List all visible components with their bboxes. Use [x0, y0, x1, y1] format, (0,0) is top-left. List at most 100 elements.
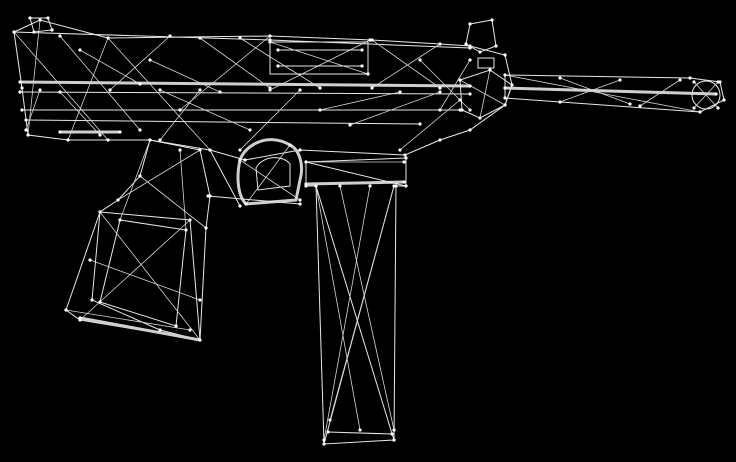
vertex-dot [148, 58, 152, 62]
vertex-dot [404, 184, 408, 188]
vertex-dot [403, 153, 407, 157]
vertex-dot [418, 58, 422, 62]
vertex-dot [26, 133, 30, 137]
vertex-dot [468, 44, 472, 48]
vertex-dot [678, 78, 682, 82]
vertex-dot [638, 104, 642, 108]
vertex-dot [698, 110, 702, 114]
vertex-dot [503, 86, 507, 90]
vertex-dot [298, 148, 302, 152]
vertex-dot [268, 34, 272, 38]
vertex-dot [478, 116, 482, 120]
vertex-dot [184, 228, 188, 232]
vertex-dot [24, 128, 28, 132]
vertex-dot [78, 48, 82, 52]
vertex-dot [58, 90, 62, 94]
vertex-dot [66, 138, 70, 142]
magazine-mesh [304, 157, 407, 445]
vertex-dot [392, 428, 396, 432]
vertex-dot [558, 100, 562, 104]
vertex-dot [468, 58, 472, 62]
vertex-dot [368, 184, 372, 188]
vertex-dot [248, 128, 252, 132]
vertex-dot [714, 92, 718, 96]
vertex-dot [158, 88, 162, 92]
vertex-dot [392, 438, 396, 442]
vertex-dot [304, 160, 308, 164]
vertex-dot [20, 108, 24, 112]
vertex-dot [468, 108, 472, 112]
vertex-dot [298, 198, 302, 202]
vertex-dot [32, 30, 36, 34]
trigger-guard-mesh [207, 138, 304, 207]
vertex-dot [488, 68, 492, 72]
vertex-dot [243, 158, 247, 162]
vertex-dot [558, 76, 562, 80]
vertex-dot [468, 128, 472, 132]
vertex-dot [198, 88, 202, 92]
vertex-dot [188, 218, 192, 222]
vertex-dot [38, 18, 42, 22]
vertex-dot [168, 34, 172, 38]
vertex-dot [118, 218, 122, 222]
vertex-dot [503, 103, 507, 107]
vertex-dot [718, 80, 722, 84]
vertex-dot [138, 174, 142, 178]
vertex-dot [328, 418, 332, 422]
vertex-dot [688, 76, 692, 80]
vertex-dot [106, 36, 110, 40]
vertex-dot [198, 338, 202, 342]
vertex-dot [722, 98, 726, 102]
vertex-dot [298, 202, 302, 206]
vertex-dot [418, 122, 422, 126]
vertex-dot [370, 38, 374, 42]
vertex-dot [98, 133, 102, 137]
vertex-dot [490, 18, 494, 22]
vertex-dot [358, 428, 362, 432]
vertex-dot [618, 78, 622, 82]
vertex-dot [138, 82, 142, 86]
vertex-dot [98, 210, 102, 214]
vertex-dot [118, 130, 122, 134]
vertex-dot [503, 96, 507, 100]
vertex-dot [510, 83, 514, 87]
vertex-dot [208, 148, 212, 152]
vertex-dot [458, 78, 462, 82]
vertex-dot [178, 148, 182, 152]
vertex-dot [276, 64, 280, 68]
vertex-dot [458, 98, 462, 102]
vertex-dot [106, 138, 110, 142]
vertex-dot [218, 90, 222, 94]
vertex-dot [348, 123, 352, 127]
vertex-dot [88, 258, 92, 262]
vertex-dot [692, 106, 696, 110]
vertex-dot [478, 50, 482, 54]
vertex-dot [268, 40, 272, 44]
vertex-dot [318, 108, 322, 112]
vertex-dot [24, 118, 28, 122]
vertex-dot [28, 16, 32, 20]
vertex-dot [494, 44, 498, 48]
vertex-dot [64, 308, 68, 312]
vertex-dot [178, 108, 182, 112]
vertex-dot [174, 324, 178, 328]
vertex-dot [198, 36, 202, 40]
vertex-dot [692, 80, 696, 84]
vertex-dot [116, 198, 120, 202]
vertex-dot [390, 432, 394, 436]
vertex-dot [20, 86, 24, 90]
vertex-dot [50, 28, 54, 32]
vertex-dot [158, 138, 162, 142]
vertex-dot [366, 72, 370, 76]
vertex-dot [628, 102, 632, 106]
vertex-dot [204, 226, 208, 230]
vertex-dot [58, 130, 62, 134]
vertex-dot [238, 158, 242, 162]
vertex-dot [503, 53, 507, 57]
vertex-dot [304, 184, 308, 188]
vertex-dot [188, 328, 192, 332]
vertex-dot [148, 138, 152, 142]
vertex-dot [108, 88, 112, 92]
